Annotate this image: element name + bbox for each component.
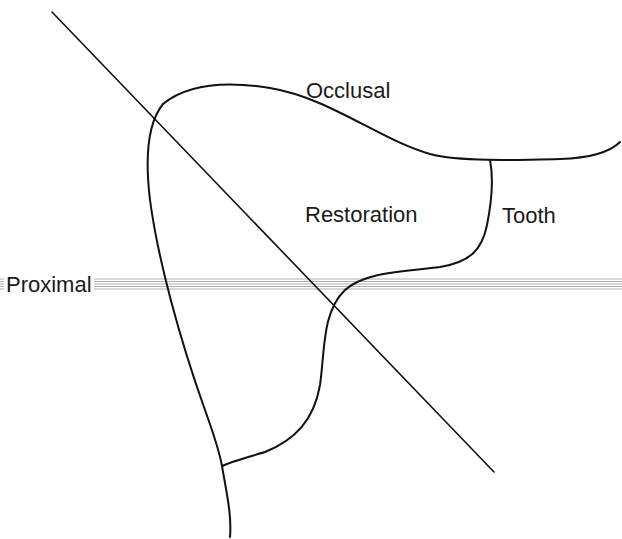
occlusal-surface (163, 85, 620, 160)
surface-label: Occlusal (306, 80, 390, 102)
diagonal-line (52, 12, 494, 472)
restoration-boundary (222, 160, 492, 466)
region-label: Tooth (500, 204, 558, 228)
surface-label: Proximal (4, 273, 94, 297)
proximal-surface (148, 104, 231, 537)
region-label: Restoration (305, 204, 418, 226)
